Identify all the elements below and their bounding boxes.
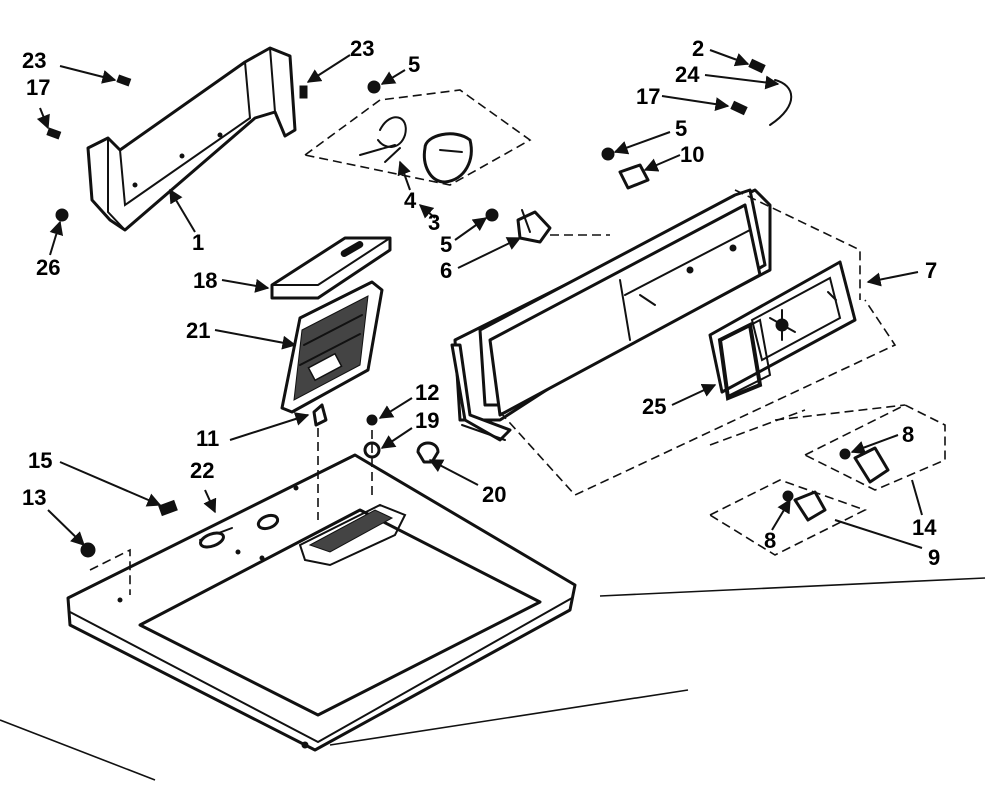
small-fasteners xyxy=(80,403,440,558)
callout-9: 9 xyxy=(928,545,940,570)
callout-14: 14 xyxy=(912,515,937,540)
callout-8-upper: 8 xyxy=(902,422,914,447)
callout-labels: 23 17 26 1 23 5 4 3 5 6 2 24 17 5 10 7 1… xyxy=(22,36,940,570)
leader-lines xyxy=(36,49,923,549)
callout-23-right: 23 xyxy=(350,36,374,61)
callout-5-right: 5 xyxy=(675,116,687,141)
callout-19: 19 xyxy=(415,408,439,433)
callout-17-left: 17 xyxy=(26,75,50,100)
knob-part-14 xyxy=(774,404,946,491)
callout-10: 10 xyxy=(680,142,704,167)
cover-plate-part-18 xyxy=(270,236,392,300)
callout-13: 13 xyxy=(22,485,46,510)
callout-23-left: 23 xyxy=(22,48,46,73)
callout-15: 15 xyxy=(28,448,52,473)
top-panel-part-22 xyxy=(66,428,577,752)
callout-21: 21 xyxy=(186,318,210,343)
callout-20: 20 xyxy=(482,482,506,507)
callout-7: 7 xyxy=(925,258,937,283)
callout-5-top: 5 xyxy=(408,52,420,77)
callout-26: 26 xyxy=(36,255,60,280)
callout-25: 25 xyxy=(642,394,666,419)
wire-clip-parts xyxy=(601,58,793,190)
screws-top-left xyxy=(46,74,308,222)
panel-graphic-part-25 xyxy=(708,260,857,401)
callout-11: 11 xyxy=(196,426,219,451)
callout-18: 18 xyxy=(193,268,217,293)
callout-2: 2 xyxy=(692,36,704,61)
knob-part-9 xyxy=(709,409,868,556)
callout-6: 6 xyxy=(440,258,452,283)
lint-screen-part-21 xyxy=(280,280,384,414)
console-part-7 xyxy=(450,188,897,496)
callout-8-lower: 8 xyxy=(764,528,776,553)
callout-17-right: 17 xyxy=(636,84,660,109)
switch-part-6 xyxy=(485,208,610,244)
callout-24: 24 xyxy=(675,62,700,87)
callout-1: 1 xyxy=(192,230,204,255)
rear-bracket-part-1 xyxy=(86,46,297,232)
callout-5-mid: 5 xyxy=(440,232,452,257)
callout-4: 4 xyxy=(404,188,417,213)
scan-artifact-lines xyxy=(0,577,986,781)
callout-22: 22 xyxy=(190,458,214,483)
callout-12: 12 xyxy=(415,380,439,405)
timer-motor-assembly xyxy=(304,80,532,186)
callout-3: 3 xyxy=(428,210,440,235)
